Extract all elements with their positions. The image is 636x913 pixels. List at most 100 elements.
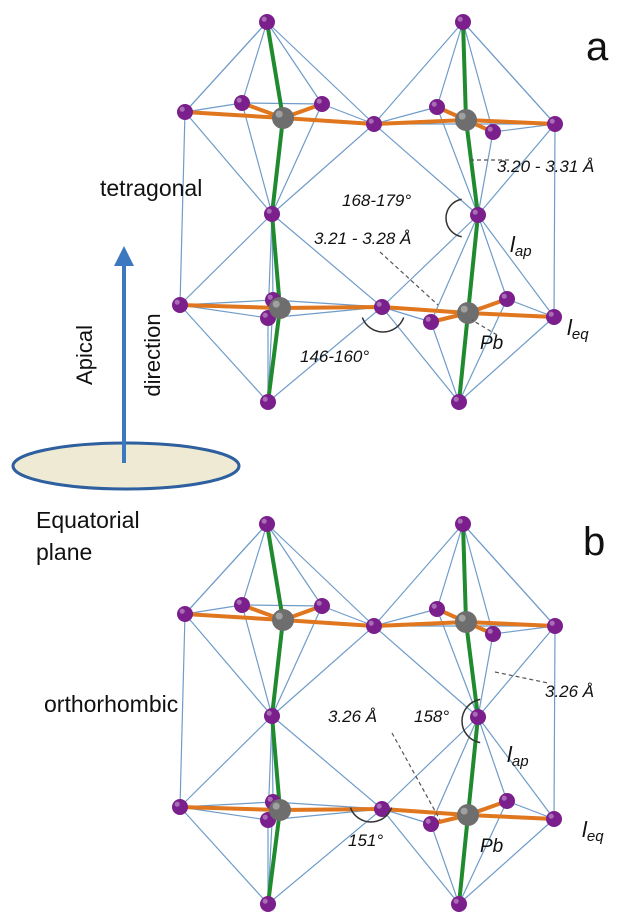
- apical-bond: [461, 20, 468, 122]
- apical-bond: [457, 311, 470, 404]
- equatorial-bond: [178, 303, 282, 310]
- iodide-atom: [485, 626, 501, 642]
- iodide-atom: [177, 606, 193, 622]
- octahedron-edge: [184, 102, 243, 113]
- lead-atom-highlight: [460, 305, 468, 313]
- octahedron-edge: [271, 715, 383, 810]
- phase-label: orthorhombic: [44, 691, 178, 717]
- apical-distance-label: 3.20 - 3.31 Å: [497, 157, 594, 176]
- apical-angle-label: 158°: [414, 707, 449, 726]
- octahedron-edge: [477, 716, 508, 802]
- octahedron-edge: [241, 604, 273, 717]
- iodide-atom: [499, 793, 515, 809]
- octahedron-edge: [266, 21, 323, 105]
- octahedron-edge: [381, 306, 460, 403]
- octahedron-edge: [381, 214, 479, 308]
- l-apical-label: lap: [507, 742, 529, 770]
- lead-atom: [457, 302, 479, 324]
- equatorial-bond: [183, 110, 285, 120]
- apical-bond: [265, 20, 285, 120]
- apical-distance-pointer: [494, 671, 549, 684]
- iodide-atom: [172, 297, 188, 313]
- iodide-atom-highlight: [549, 620, 555, 626]
- direction-label: direction: [140, 313, 165, 396]
- equatorial-bond: [372, 620, 468, 628]
- octahedron-edge: [241, 102, 273, 215]
- apical-bond: [464, 118, 480, 217]
- equatorial-distance-pointer: [379, 251, 439, 306]
- orientation-legend: Apical direction Equatorial plane: [11, 246, 241, 565]
- octahedron-edge: [241, 523, 268, 606]
- iodide-atom-highlight: [267, 796, 273, 802]
- lead-atom-highlight: [460, 807, 468, 815]
- octahedron-edge: [179, 213, 273, 306]
- octahedron-edge: [458, 818, 555, 905]
- iodide-atom-highlight: [261, 16, 267, 22]
- iodide-atom: [423, 816, 439, 832]
- octahedron-edge: [373, 21, 464, 125]
- octahedron-edge: [179, 304, 269, 403]
- apical-bond: [266, 808, 282, 906]
- iodide-atom-highlight: [179, 608, 185, 614]
- framework-edge: [184, 21, 268, 113]
- equatorial-angle-label: 151°: [348, 831, 383, 850]
- equatorial-angle-arc: [361, 317, 405, 333]
- iodide-atom-highlight: [457, 16, 463, 22]
- octahedron-edge: [436, 106, 479, 216]
- l-equatorial-label: leq: [567, 315, 589, 343]
- equatorial-bond: [281, 618, 376, 628]
- iodide-atom-highlight: [548, 311, 554, 317]
- octahedron-edge: [436, 608, 479, 718]
- equatorial-bond: [281, 116, 376, 126]
- framework-edge: [462, 21, 556, 125]
- iodide-atom-highlight: [453, 396, 459, 402]
- equatorial-distance-label: 3.21 - 3.28 Å: [314, 229, 411, 248]
- iodide-atom: [423, 314, 439, 330]
- apical-bond: [270, 618, 285, 718]
- octahedron-edge: [381, 716, 479, 810]
- iodide-atom: [314, 598, 330, 614]
- octahedron-edge: [266, 523, 375, 627]
- equatorial-angle-arc: [349, 807, 393, 823]
- iodide-atom-highlight: [549, 118, 555, 124]
- iodide-atom-highlight: [376, 301, 382, 307]
- iodide-atom-highlight: [487, 126, 493, 132]
- iodide-atom: [259, 516, 275, 532]
- framework-edge: [553, 123, 556, 318]
- iodide-atom: [264, 708, 280, 724]
- iodide-atom-highlight: [368, 118, 374, 124]
- pb-pointer: [471, 319, 498, 336]
- iodide-atom-highlight: [266, 710, 272, 716]
- octahedron-edge: [381, 808, 460, 905]
- iodide-atom-highlight: [266, 208, 272, 214]
- iodide-atom-highlight: [262, 898, 268, 904]
- lead-atom-highlight: [275, 110, 283, 118]
- lead-atom-highlight: [272, 300, 280, 308]
- plane-label: plane: [36, 539, 92, 565]
- iodide-atom-highlight: [261, 518, 267, 524]
- apical-angle-label: 168-179°: [342, 191, 411, 210]
- octahedron-edge: [436, 523, 464, 610]
- iodide-atom-highlight: [425, 316, 431, 322]
- lead-atom: [272, 609, 294, 631]
- panel-letter: a: [586, 25, 609, 69]
- equatorial-bond: [464, 118, 557, 126]
- iodide-atom: [499, 291, 515, 307]
- apical-bond: [461, 522, 468, 624]
- octahedron-edge: [271, 605, 323, 717]
- octahedron-edge: [477, 625, 556, 718]
- iodide-atom: [451, 394, 467, 410]
- iodide-atom-highlight: [501, 795, 507, 801]
- apical-angle-arc: [461, 698, 481, 744]
- octahedron-edge: [477, 214, 555, 318]
- octahedron-edge: [477, 131, 494, 216]
- iodide-atom: [455, 516, 471, 532]
- apical-label: Apical: [72, 325, 97, 385]
- octahedron-edge: [271, 213, 383, 308]
- iodide-atom: [429, 99, 445, 115]
- iodide-atom-highlight: [174, 299, 180, 305]
- iodide-atom-highlight: [267, 294, 273, 300]
- octahedron-edge: [430, 321, 460, 403]
- octahedron-edge: [506, 298, 555, 318]
